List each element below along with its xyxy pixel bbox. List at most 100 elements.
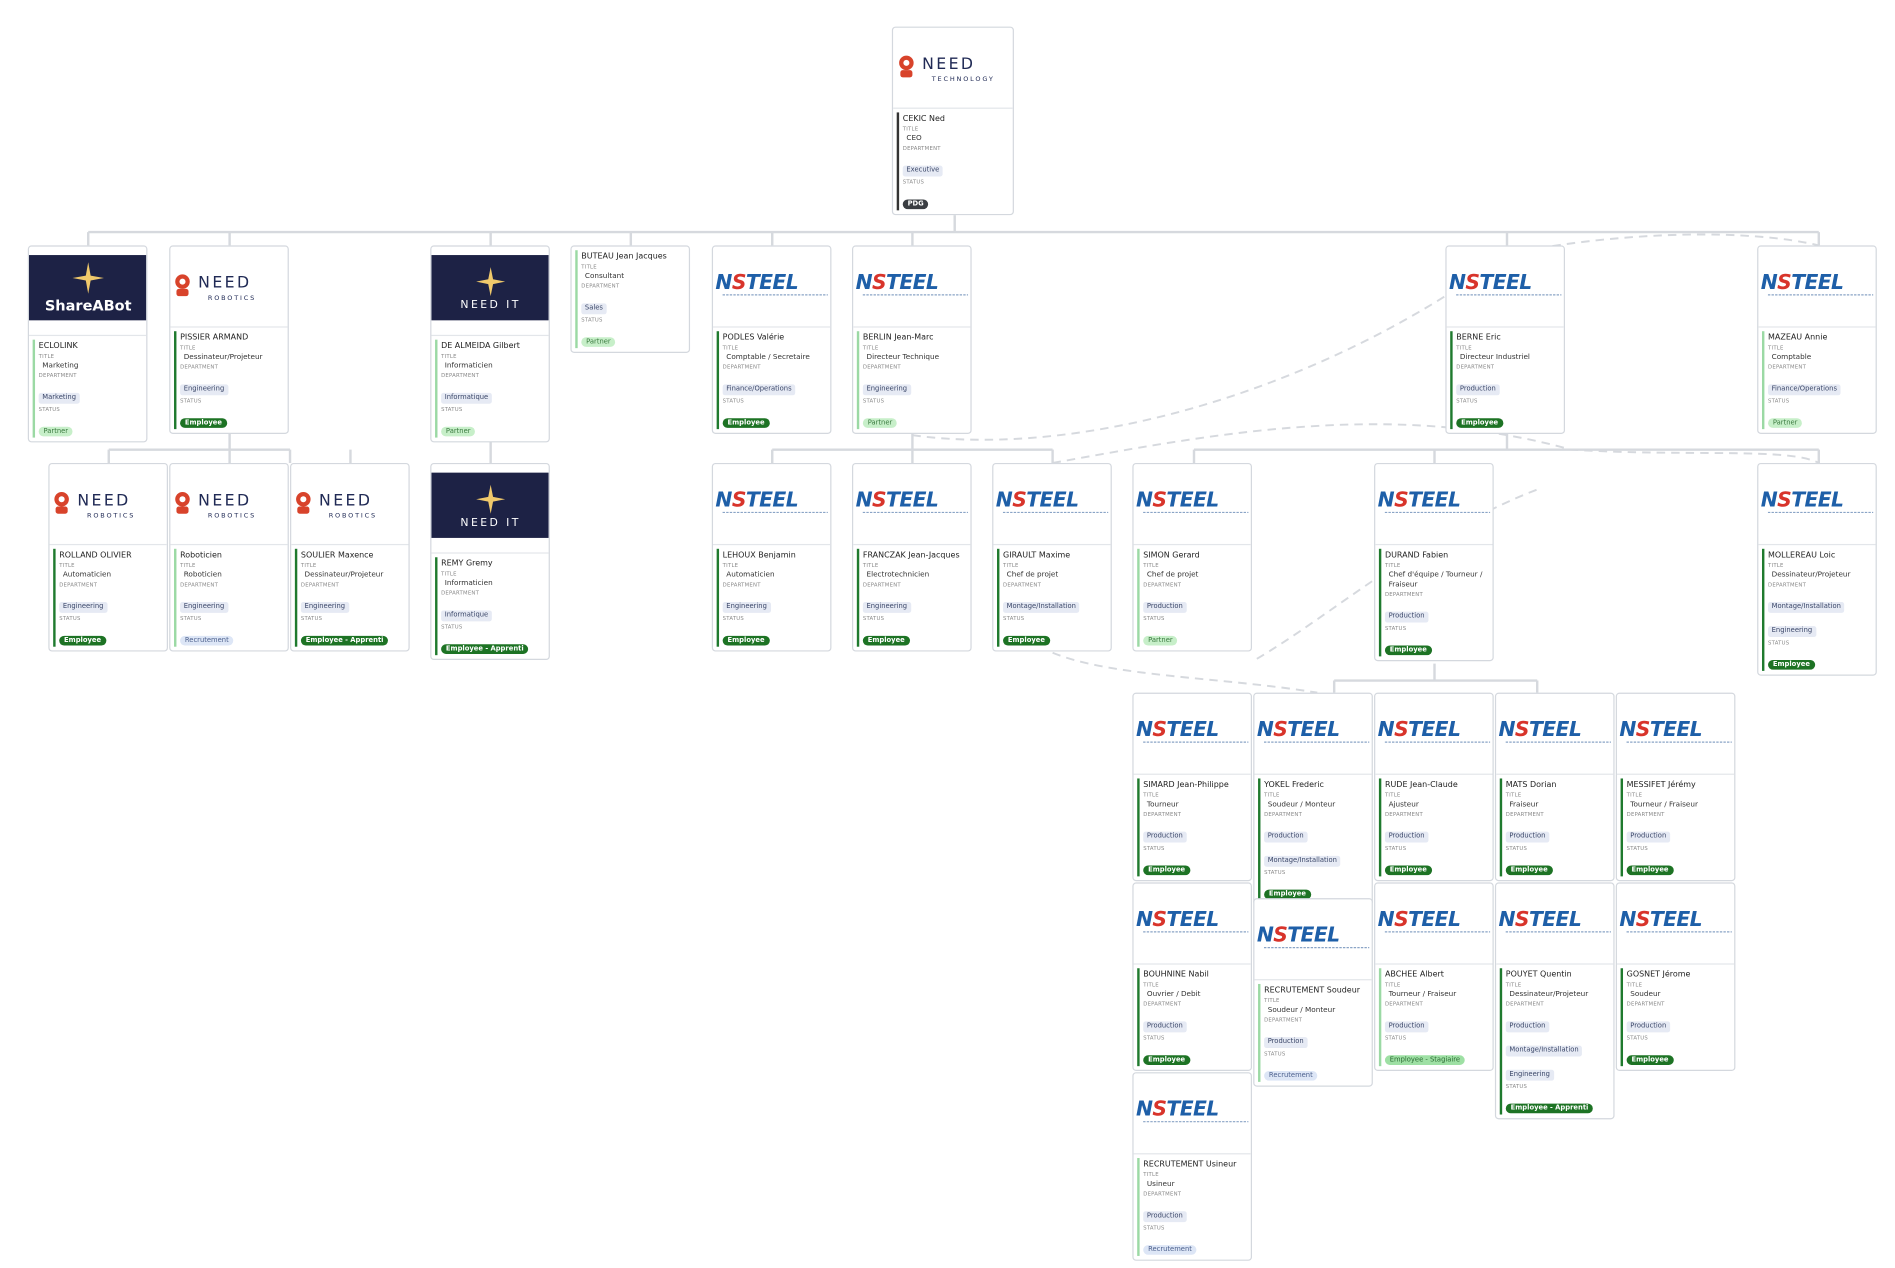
department-tag: Production — [1505, 1021, 1550, 1033]
status-bar — [1499, 778, 1503, 877]
svg-text:NSTEEL: NSTEEL — [1619, 717, 1702, 741]
status-bar — [1258, 983, 1261, 1082]
status-bar — [1620, 968, 1624, 1067]
title-label: TITLE — [1505, 792, 1522, 800]
department-tag: Executive — [902, 165, 943, 177]
department-tag: Marketing — [38, 392, 80, 404]
org-card-berne[interactable]: NSTEEL BERNE Eric TITLE Directeur Indust… — [1445, 245, 1566, 434]
org-card-girault[interactable]: NSTEEL GIRAULT Maxime TITLE Chef de proj… — [992, 462, 1112, 652]
status-badge: Recrutement — [180, 635, 234, 646]
department-label: DEPARTMENT — [862, 582, 901, 589]
svg-text:NEED: NEED — [198, 273, 251, 292]
status-badge: Employee — [1264, 889, 1311, 900]
status-bar — [856, 548, 860, 647]
status-badge: Employee — [1003, 635, 1050, 646]
org-card-yokel[interactable]: NSTEEL YOKEL Frederic TITLE Soudeur / Mo… — [1253, 692, 1373, 906]
title-label: TITLE — [300, 563, 317, 570]
job-title: Soudeur — [1630, 990, 1661, 999]
org-card-roboticien[interactable]: NEED ROBOTICS Roboticien TITLE Roboticie… — [169, 462, 289, 652]
status-label: STATUS — [180, 398, 202, 405]
org-card-cekic[interactable]: NEED TECHNOLOGY CEKIC Ned TITLE CEO DEPA… — [891, 26, 1014, 216]
job-title: Marketing — [42, 361, 79, 370]
department-label: DEPARTMENT — [180, 365, 219, 372]
svg-text:NSTEEL: NSTEEL — [715, 487, 798, 511]
org-card-buteau[interactable]: BUTEAU Jean Jacques TITLE Consultant DEP… — [570, 245, 691, 353]
title-label: TITLE — [441, 354, 457, 361]
person-name: SOULIER Maxence — [300, 550, 374, 560]
status-badge: Recrutement — [1264, 1070, 1318, 1081]
department-label: DEPARTMENT — [1626, 812, 1665, 819]
status-badge: Employee - Apprenti — [300, 635, 389, 646]
status-bar — [716, 548, 720, 647]
department-label: DEPARTMENT — [1143, 582, 1182, 589]
department-label: DEPARTMENT — [1456, 365, 1495, 372]
svg-text:NSTEEL: NSTEEL — [1136, 907, 1219, 931]
department-tag: Production — [1626, 831, 1670, 843]
nsteel-logo: NSTEEL — [713, 247, 831, 328]
department-tag: Engineering — [59, 601, 108, 613]
person-name: MOLLEREAU Loic — [1768, 550, 1836, 560]
org-card-gosnet[interactable]: NSTEEL GOSNET Jérome TITLE Soudeur DEPAR… — [1615, 882, 1736, 1071]
status-badge: Employee — [1626, 1055, 1674, 1065]
job-title: Tourneur / Fraiseur — [1388, 990, 1457, 999]
org-card-recusineur[interactable]: NSTEEL RECRUTEMENT Usineur TITLE Usineur… — [1132, 1072, 1253, 1261]
org-card-podles[interactable]: NSTEEL PODLES Valérie TITLE Comptable / … — [711, 245, 832, 434]
job-title: Dessinateur/Projeteur — [1509, 990, 1589, 999]
department-tag: Production — [1384, 1021, 1429, 1033]
person-name: FRANCZAK Jean-Jacques — [862, 550, 960, 560]
svg-text:NSTEEL: NSTEEL — [1136, 1097, 1219, 1121]
org-card-messifet[interactable]: NSTEEL MESSIFET Jérémy TITLE Tourneur / … — [1615, 692, 1736, 882]
org-card-franczak[interactable]: NSTEEL FRANCZAK Jean-Jacques TITLE Elect… — [851, 462, 972, 652]
status-label: STATUS — [1456, 398, 1478, 405]
org-card-dealmeida[interactable]: NEED IT DE ALMEIDA Gilbert TITLE Informa… — [430, 245, 550, 443]
org-card-rude[interactable]: NSTEEL RUDE Jean-Claude TITLE Ajusteur D… — [1374, 692, 1494, 882]
needit-logo: NEED IT — [431, 255, 549, 337]
job-title: Tourneur — [1146, 800, 1179, 809]
status-label: STATUS — [1505, 846, 1528, 853]
org-card-simard[interactable]: NSTEEL SIMARD Jean-Philippe TITLE Tourne… — [1132, 692, 1253, 882]
org-card-recsoudeur[interactable]: NSTEEL RECRUTEMENT Soudeur TITLE Soudeur… — [1253, 898, 1373, 1087]
job-title: Directeur Technique — [866, 352, 940, 362]
org-card-mats[interactable]: NSTEEL MATS Dorian TITLE Fraiseur DEPART… — [1494, 692, 1615, 882]
svg-text:NEED: NEED — [318, 490, 371, 509]
org-card-lehoux[interactable]: NSTEEL LEHOUX Benjamin TITLE Automaticie… — [711, 462, 832, 652]
job-title: Chef de projet — [1146, 570, 1199, 580]
job-title: Fraiseur — [1509, 800, 1539, 809]
status-label: STATUS — [1768, 640, 1790, 647]
nsteel-logo: NSTEEL — [1254, 899, 1372, 981]
org-card-rolland[interactable]: NEED ROBOTICS ROLLAND OLIVIER TITLE Auto… — [48, 462, 168, 652]
org-card-durand[interactable]: NSTEEL DURAND Fabien TITLE Chef d'équipe… — [1374, 462, 1494, 662]
org-card-berlin[interactable]: NSTEEL BERLIN Jean-Marc TITLE Directeur … — [851, 245, 972, 434]
department-label: DEPARTMENT — [1384, 1002, 1423, 1009]
department-tag: Sales — [581, 303, 607, 315]
status-badge: Partner — [441, 426, 476, 437]
org-card-pissier[interactable]: NEED ROBOTICS PISSIER ARMAND TITLE Dessi… — [169, 245, 289, 434]
department-label: DEPARTMENT — [441, 591, 480, 598]
org-card-simon[interactable]: NSTEEL SIMON Gerard TITLE Chef de projet… — [1132, 462, 1253, 652]
department-label: DEPARTMENT — [902, 146, 941, 153]
svg-text:NSTEEL: NSTEEL — [1378, 487, 1461, 511]
status-badge: Employee — [1456, 418, 1503, 428]
org-card-eclolink[interactable]: ShareABot ECLOLINK TITLE Marketing DEPAR… — [27, 245, 148, 443]
status-bar — [435, 557, 438, 656]
department-label: DEPARTMENT — [1143, 1191, 1182, 1198]
org-card-mollereau[interactable]: NSTEEL MOLLEREAU Loic TITLE Dessinateur/… — [1757, 462, 1877, 676]
org-card-remy[interactable]: NEED IT REMY Gremy TITLE Informaticien D… — [430, 462, 550, 661]
job-title: Chef d'équipe / Tourneur / Fraiseur — [1388, 570, 1483, 589]
org-card-bouhnine[interactable]: NSTEEL BOUHNINE Nabil TITLE Ouvrier / De… — [1132, 882, 1253, 1071]
svg-text:NEED: NEED — [198, 490, 251, 509]
org-card-abchee[interactable]: NSTEEL ABCHEE Albert TITLE Tourneur / Fr… — [1374, 882, 1494, 1071]
status-badge: PDG — [902, 199, 929, 210]
org-card-mazeau[interactable]: NSTEEL MAZEAU Annie TITLE Comptable DEPA… — [1757, 245, 1877, 434]
org-card-soulier[interactable]: NEED ROBOTICS SOULIER Maxence TITLE Dess… — [290, 462, 410, 652]
org-card-pouyet[interactable]: NSTEEL POUYET Quentin TITLE Dessinateur/… — [1494, 882, 1615, 1120]
department-tag: Production — [1143, 1211, 1187, 1223]
status-label: STATUS — [441, 624, 463, 631]
nsteel-logo: NSTEEL — [1375, 884, 1493, 965]
nsteel-logo: NSTEEL — [1616, 884, 1735, 965]
nsteel-logo: NSTEEL — [1616, 694, 1735, 775]
department-label: DEPARTMENT — [581, 284, 620, 291]
department-label: DEPARTMENT — [1143, 1002, 1182, 1009]
